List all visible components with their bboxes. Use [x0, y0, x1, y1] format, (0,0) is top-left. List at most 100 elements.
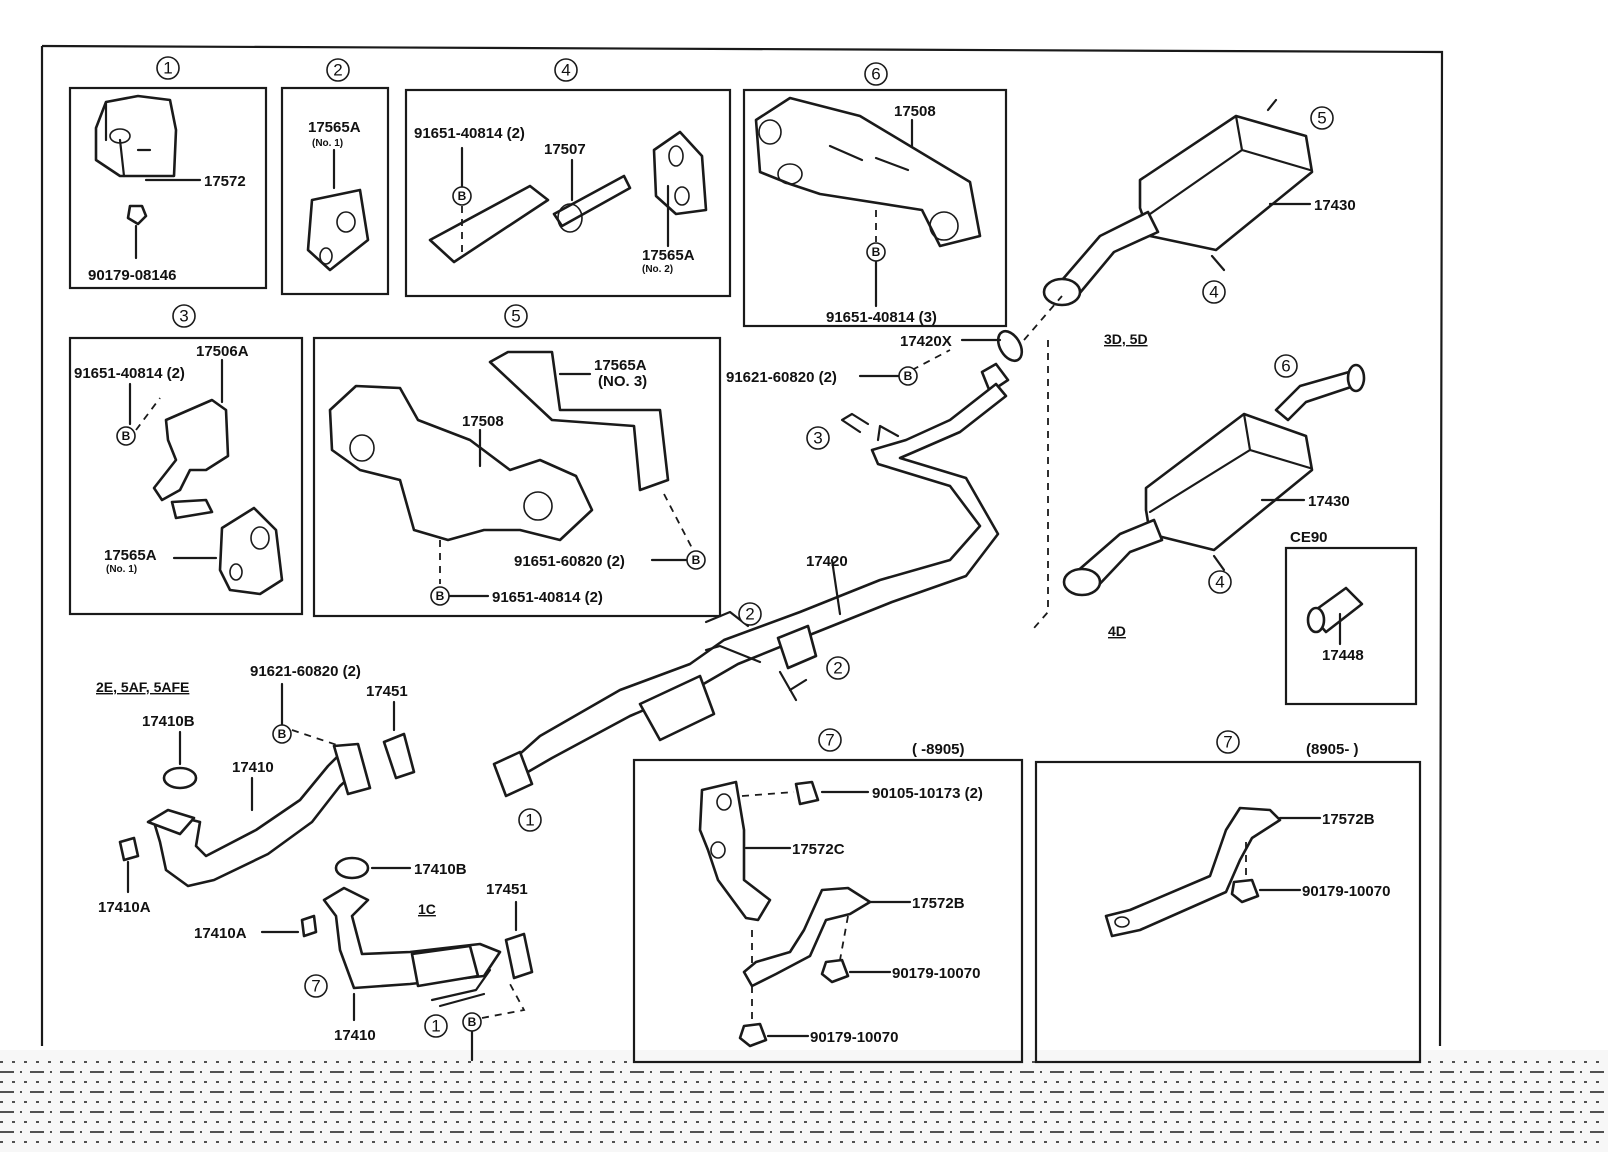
callout-4-upper: 4 — [1209, 283, 1218, 302]
panel-7a: 7 ( -8905) 90105-10173 (2) 17572C 17572B… — [632, 728, 1024, 1064]
rod-17507 — [552, 174, 632, 228]
label-17565A-no1: 17565A — [308, 119, 361, 136]
engine-mount-17572 — [94, 94, 178, 178]
bmark-p5-b: B — [692, 553, 701, 567]
callout-6-main: 6 — [1281, 357, 1290, 376]
muffler-17430-lower — [1144, 412, 1314, 552]
label-17506A: 17506A — [196, 343, 249, 360]
label-17410-1c: 17410 — [334, 1027, 376, 1044]
label-17410B: 17410B — [142, 713, 195, 730]
bracket-17508-p5 — [328, 384, 594, 542]
panel-5: 5 17565A (NO. 3) 17508 B 91651-40814 (2)… — [312, 304, 722, 618]
bracket-17572B-7b — [1104, 806, 1282, 938]
bracket-17572C — [698, 780, 772, 922]
label-engines-a: 2E, 5AF, 5AFE — [96, 679, 189, 695]
label-17410: 17410 — [232, 759, 274, 776]
label-90179-10070-7a: 90179-10070 — [892, 965, 980, 982]
callout-5-main: 5 — [1317, 109, 1326, 128]
panel-7a-index: 7 — [825, 731, 834, 750]
nut-90179-10070-7a-lower — [738, 1022, 768, 1048]
label-17508-p6: 17508 — [894, 103, 936, 120]
hanger-17565A-no2 — [652, 130, 708, 216]
callout-1-main: 1 — [525, 811, 534, 830]
bracket-17506A — [152, 398, 230, 502]
stud-17410A-1c — [300, 914, 318, 938]
label-no3: (NO. 3) — [598, 373, 647, 390]
callout-7-front: 7 — [311, 977, 320, 996]
pipe-flange-front — [492, 750, 534, 798]
label-3d-5d: 3D, 5D — [1104, 331, 1148, 347]
callout-2-upper: 2 — [745, 605, 754, 624]
panel-6-index: 6 — [871, 65, 880, 84]
panel-6: 6 17508 B 91651-40814 (3) — [742, 62, 1008, 328]
label-17420X: 17420X — [900, 333, 952, 350]
label-91651-40814-p3: 91651-40814 (2) — [74, 365, 185, 382]
bmark-main: B — [904, 369, 913, 383]
panel-7b-index: 7 — [1223, 733, 1232, 752]
label-17565A-p3: 17565A — [104, 547, 157, 564]
label-ce90: CE90 — [1290, 529, 1328, 546]
muffler-17430-upper — [1138, 114, 1314, 252]
panel-3: 3 17506A 91651-40814 (2) B 17565A (No. 1… — [68, 304, 304, 616]
gasket-17410B — [162, 766, 198, 790]
nut-90179-10070-7a — [820, 958, 850, 984]
label-17572B-7b: 17572B — [1322, 811, 1375, 828]
label-90105-10173: 90105-10173 (2) — [872, 785, 983, 802]
hanger-17565A-p3 — [218, 506, 284, 596]
panel-2: 2 17565A (No. 1) — [280, 58, 390, 296]
panel-ce90: CE90 17448 — [1284, 529, 1418, 706]
bmark-p3: B — [122, 429, 131, 443]
label-17565A-no3: 17565A — [594, 357, 647, 374]
label-17410A-1c: 17410A — [194, 925, 247, 942]
label-17565A-no2: 17565A — [642, 247, 695, 264]
callout-1-front: 1 — [431, 1017, 440, 1036]
hanger-17565A-no3 — [488, 350, 670, 492]
label-17572B-7a: 17572B — [912, 895, 965, 912]
label-17448: 17448 — [1322, 647, 1364, 664]
bmark-front: B — [278, 727, 287, 741]
bmark-1c: B — [468, 1015, 477, 1029]
label-91651-40814-p4: 91651-40814 (2) — [414, 125, 525, 142]
panel-7b: 7 (8905- ) 17572B 90179-10070 — [1034, 730, 1422, 1064]
label-17430-lower: 17430 — [1308, 493, 1350, 510]
center-pipe-17420 — [502, 382, 1008, 782]
scan-noise — [0, 1050, 1608, 1152]
panel-4-index: 4 — [561, 61, 570, 80]
label-91651-60820-p5: 91651-60820 (2) — [514, 553, 625, 570]
panel-4: 4 91651-40814 (2) 17507 B 17565A (No. 2) — [404, 58, 732, 298]
bolt-90105-10173 — [794, 780, 820, 806]
label-90179-10070-7b: 90179-10070 — [1302, 883, 1390, 900]
label-no1: (No. 1) — [312, 138, 343, 149]
bmark-p5-a: B — [436, 589, 445, 603]
stud-17410A — [118, 836, 140, 862]
center-pipe-resonator — [638, 674, 716, 742]
nut-90179-08146 — [126, 204, 148, 226]
pipe-flange-rear — [980, 362, 1010, 394]
bmark-p4: B — [458, 189, 467, 203]
callout-2-lower: 2 — [833, 659, 842, 678]
label-91651-40814-p5: 91651-40814 (2) — [492, 589, 603, 606]
label-17572: 17572 — [204, 173, 246, 190]
front-pipe-group: 2E, 5AF, 5AFE 17410B 17410 17410A 91621-… — [96, 663, 416, 916]
bmark-p6: B — [872, 245, 881, 259]
label-91621-60820-front: 91621-60820 (2) — [250, 663, 361, 680]
label-17451: 17451 — [366, 683, 408, 700]
label-90179-10070-lower: 90179-10070 — [810, 1029, 898, 1046]
label-17508-p5: 17508 — [462, 413, 504, 430]
panel-2-index: 2 — [333, 61, 342, 80]
label-91651-40814-p6: 91651-40814 (3) — [826, 309, 937, 326]
hanger-17565A-no1 — [306, 188, 370, 272]
label-no2: (No. 2) — [642, 264, 673, 275]
nut-90179-10070-7b — [1230, 878, 1260, 904]
bracket-17507 — [428, 184, 550, 264]
label-4d: 4D — [1108, 623, 1126, 639]
center-pipe-joint — [776, 624, 818, 670]
label-17451-1c: 17451 — [486, 881, 528, 898]
ring-17451-1c — [504, 932, 534, 980]
panel-5-index: 5 — [511, 307, 520, 326]
label-range-7a: ( -8905) — [912, 741, 965, 758]
label-1c: 1C — [418, 901, 436, 917]
callout-3-main: 3 — [813, 429, 822, 448]
